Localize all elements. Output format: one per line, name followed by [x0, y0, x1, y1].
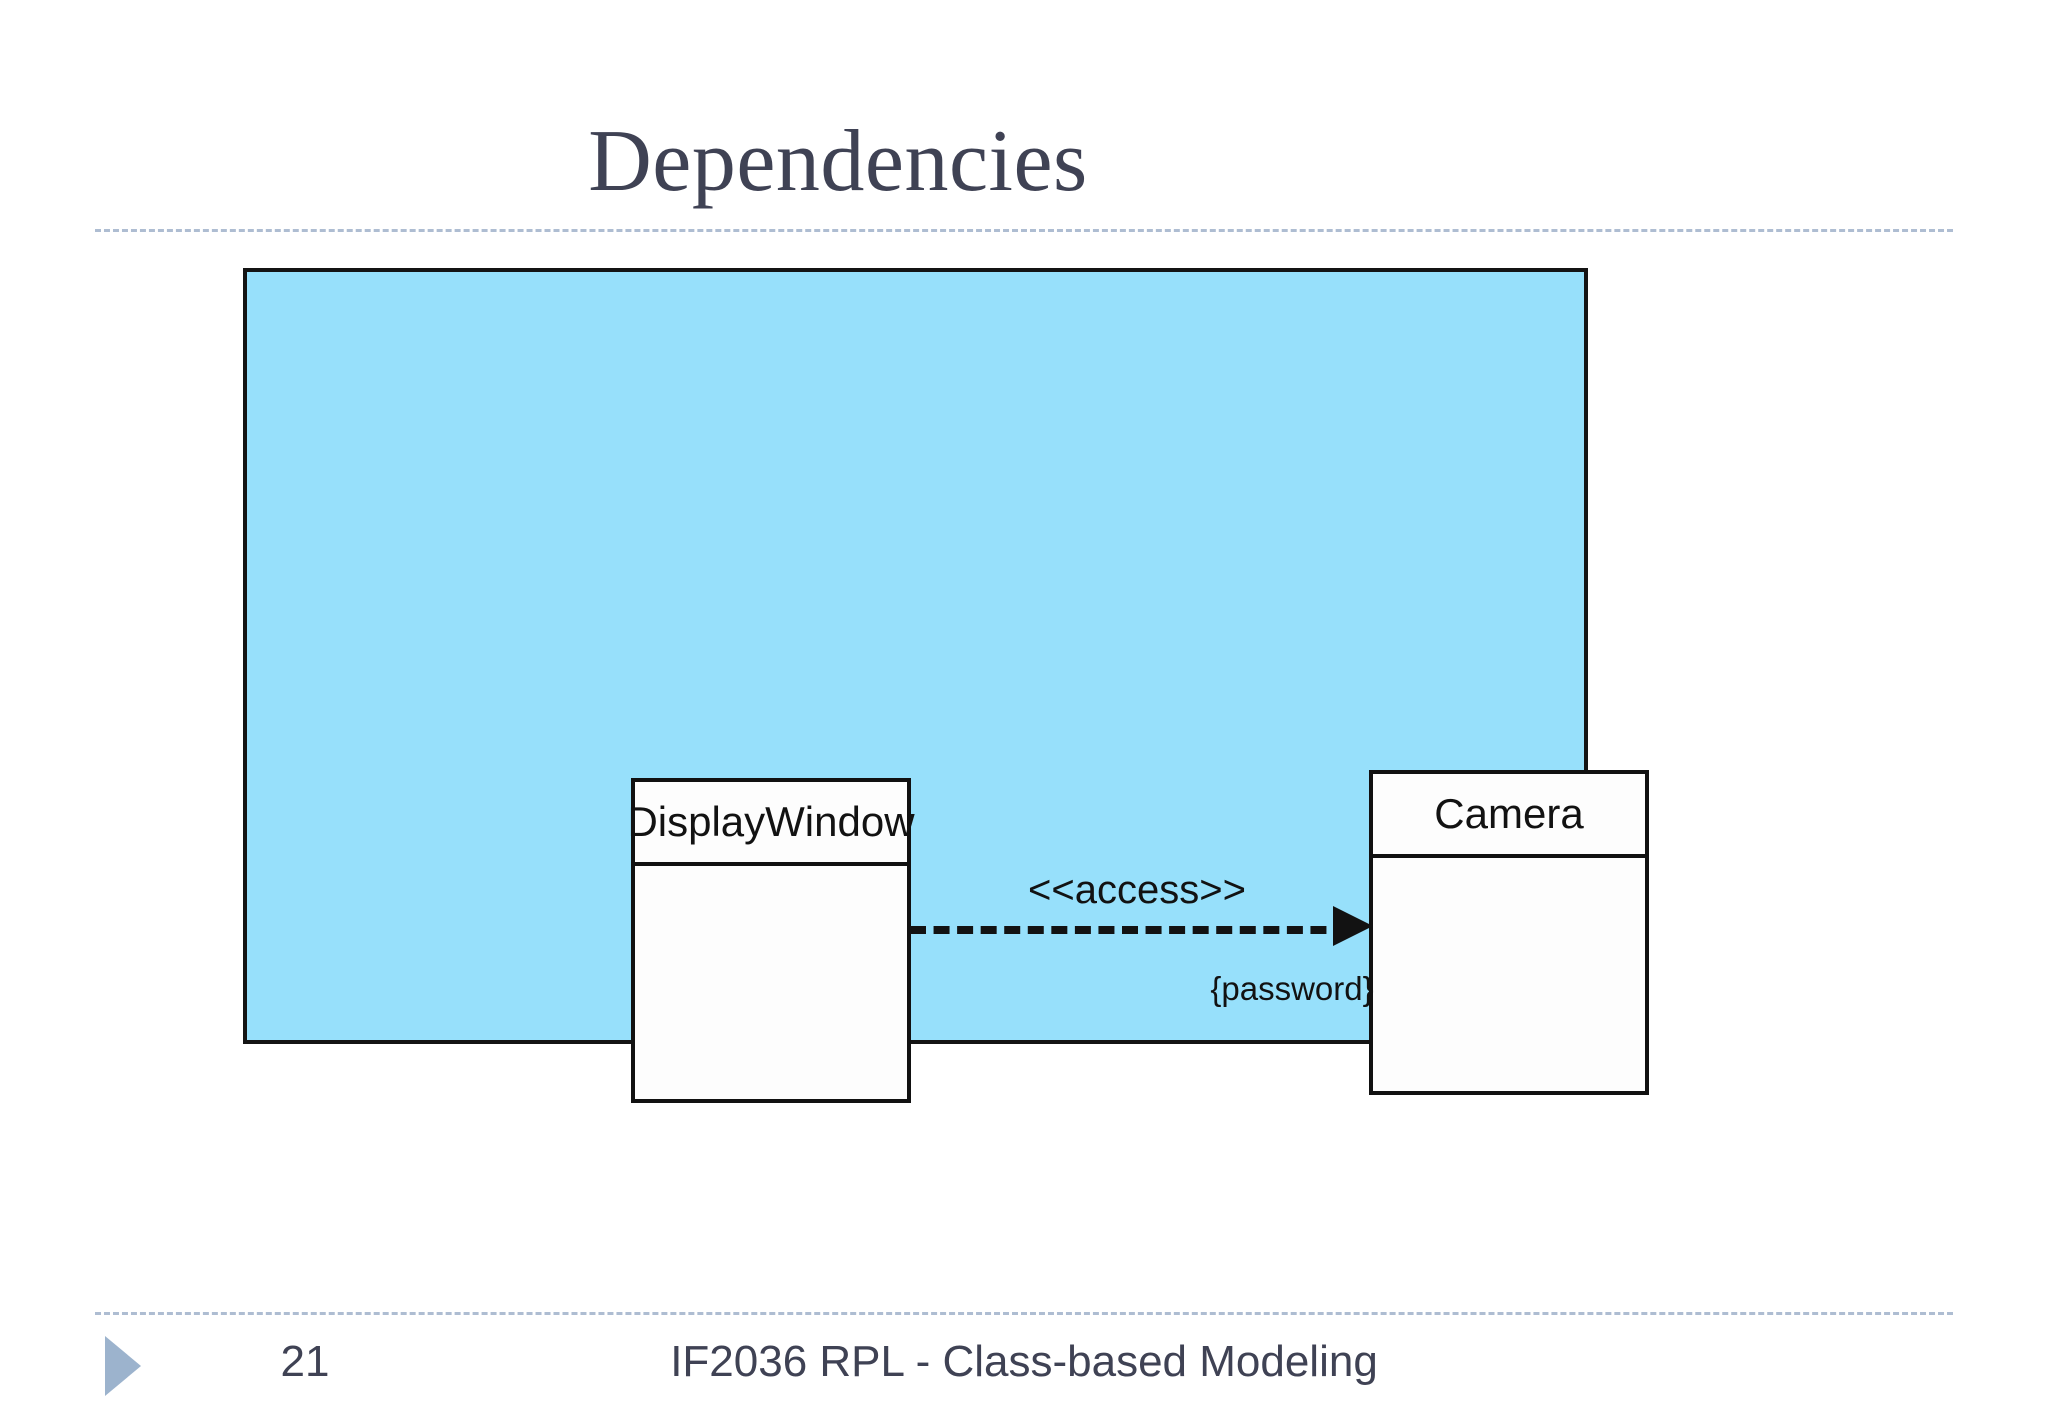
uml-class-name-displaywindow: DisplayWindow [627, 782, 915, 866]
page-number: 21 [280, 1337, 330, 1386]
page-title: Dependencies [588, 113, 1088, 210]
triangle-bullet-icon [105, 1336, 141, 1396]
uml-class-displaywindow[interactable]: DisplayWindow [627, 778, 915, 1103]
dependency-stereotype-label: <<access>> [1028, 868, 1246, 912]
dependency-constraint-label: {password} [1210, 970, 1374, 1007]
uml-diagram-panel: DisplayWindow Camera <<access>> {passwor… [243, 268, 1649, 1103]
footer-divider [95, 1312, 1953, 1315]
title-divider [95, 229, 1953, 232]
dependency-dashed-line[interactable] [910, 926, 1350, 934]
uml-class-name-camera: Camera [1373, 774, 1645, 858]
dependency-arrowhead-icon [1333, 906, 1373, 946]
uml-class-attributes-displaywindow [635, 866, 907, 1099]
uml-class-camera[interactable]: Camera [1369, 770, 1649, 1095]
footer-subject-text: IF2036 RPL - Class-based Modeling [670, 1337, 1378, 1386]
